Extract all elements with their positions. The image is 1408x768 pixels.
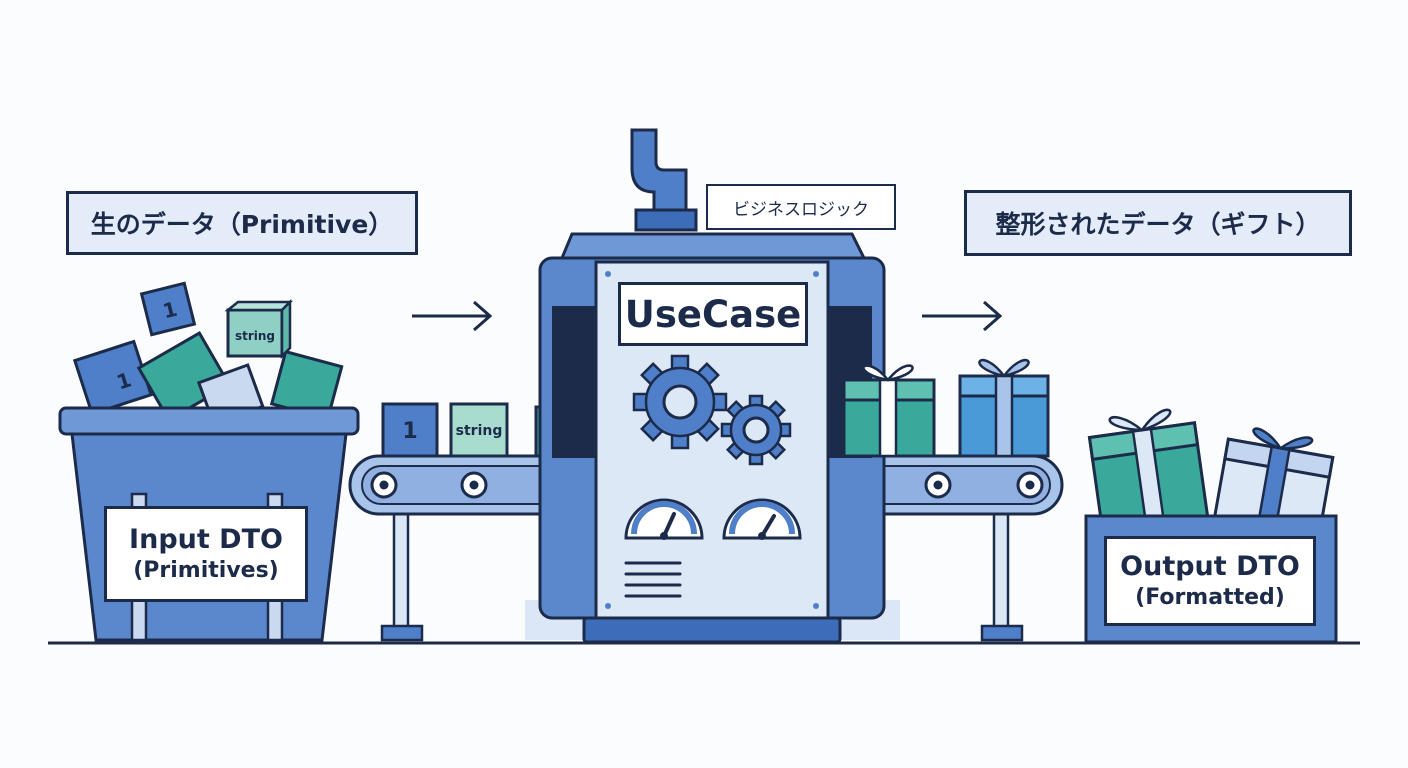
arrow-right-icon xyxy=(922,300,1003,332)
usecase-title: UseCase xyxy=(618,282,808,346)
output-dto-title: Output DTO xyxy=(1120,551,1300,583)
conveyor-cube-label: 1 xyxy=(402,418,418,444)
formatted-data-label: 整形されたデータ（ギフト） xyxy=(964,190,1352,256)
business-logic-label: ビジネスロジック xyxy=(706,184,896,230)
output-dto-sign: Output DTO (Formatted) xyxy=(1104,536,1316,626)
input-cube-label: string xyxy=(234,329,276,343)
pipe-icon xyxy=(630,128,698,232)
input-dto-sign: Input DTO (Primitives) xyxy=(104,506,308,602)
conveyor-cube-label: string xyxy=(455,423,503,439)
gift-icon xyxy=(958,358,1050,458)
gauge-icon xyxy=(624,498,704,540)
raw-data-label: 生のデータ（Primitive） xyxy=(66,191,418,255)
gear-icon xyxy=(720,394,792,466)
output-dto-subtitle: (Formatted) xyxy=(1135,585,1285,611)
arrow-right-icon xyxy=(412,300,493,332)
conveyor-cube xyxy=(381,402,439,458)
gauge-icon xyxy=(722,498,802,540)
input-dto-title: Input DTO xyxy=(129,524,283,556)
gift-icon xyxy=(1087,408,1210,533)
vent-lines xyxy=(624,561,682,598)
gift-icon xyxy=(842,364,936,458)
input-cube xyxy=(136,330,232,423)
gear-icon xyxy=(632,354,728,450)
input-cube xyxy=(139,281,197,337)
input-dto-subtitle: (Primitives) xyxy=(133,558,279,584)
conveyor-cube xyxy=(449,402,509,458)
input-cube xyxy=(224,298,294,360)
